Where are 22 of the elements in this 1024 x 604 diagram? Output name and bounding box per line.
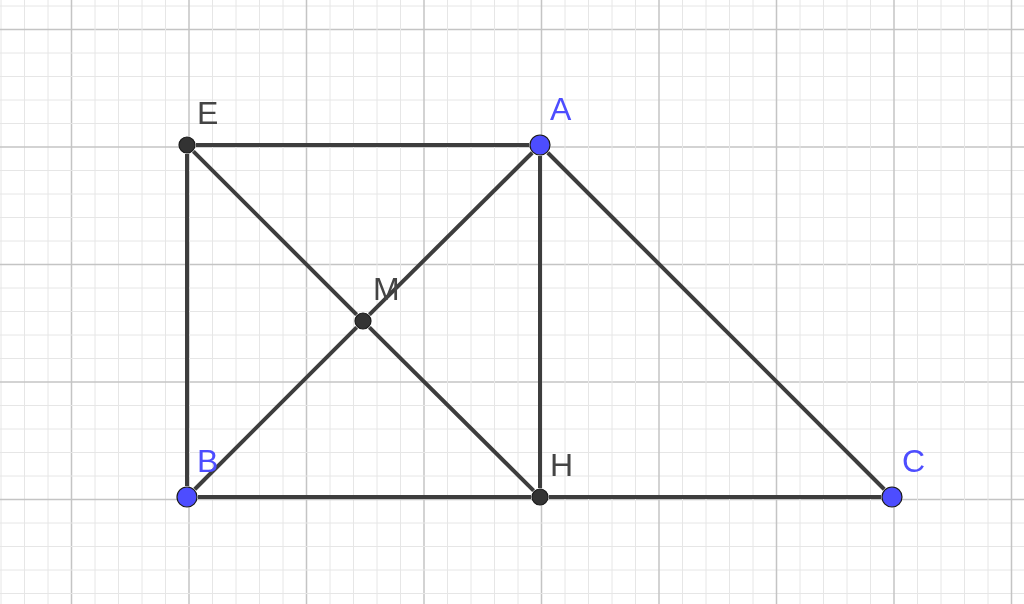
point — [354, 312, 372, 330]
line-segment — [191, 149, 359, 317]
line-segment — [538, 156, 542, 488]
line-segment — [196, 143, 529, 147]
line-segment — [367, 151, 534, 317]
line-segment — [185, 154, 189, 486]
line-segment — [549, 495, 881, 499]
point-label: A — [550, 93, 572, 125]
point-label: E — [197, 97, 219, 129]
point — [881, 486, 903, 508]
point — [176, 486, 198, 508]
line-segment — [193, 325, 359, 491]
line-segment — [546, 151, 886, 491]
point-label: C — [902, 445, 926, 477]
line-segment — [367, 325, 536, 493]
point — [178, 136, 196, 154]
point-label: M — [373, 273, 400, 305]
line-segment — [198, 495, 531, 499]
point — [531, 488, 549, 506]
point — [529, 134, 551, 156]
point-label: B — [197, 445, 219, 477]
point-label: H — [550, 449, 574, 481]
